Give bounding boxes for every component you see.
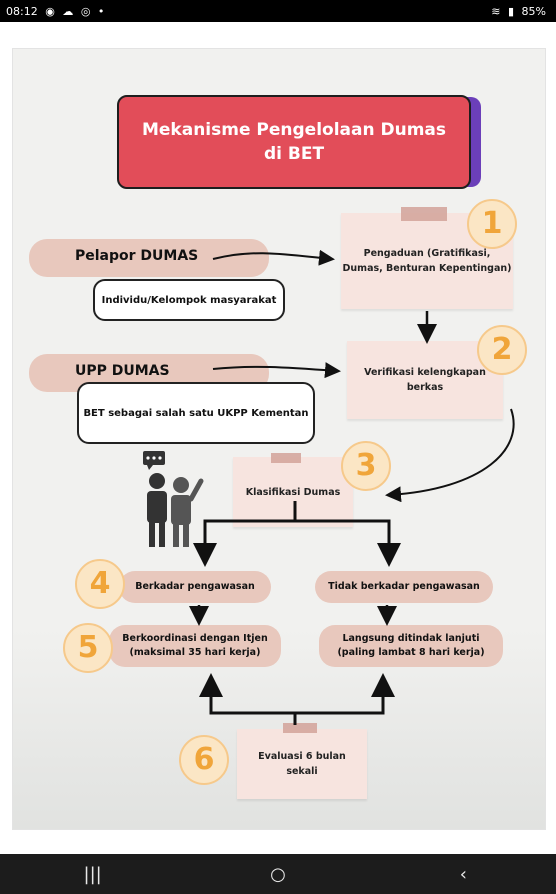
home-button[interactable]: ○ (270, 863, 286, 885)
step-2-number: 2 (477, 325, 527, 375)
step-5b-line-1: Langsung ditindak lanjuti (342, 633, 480, 644)
nav-bar: ||| ○ ‹ (0, 854, 556, 894)
step-5-line-1: Berkoordinasi dengan Itjen (122, 633, 268, 644)
reporter-desc: Individu/Kelompok masyarakat (101, 294, 277, 306)
step-4-number: 4 (75, 559, 125, 609)
step-4-pill: Berkadar pengawasan (119, 571, 271, 603)
step-3-number: 3 (341, 441, 391, 491)
poster-image[interactable]: Mekanisme Pengelolaan Dumas di BET Pelap… (12, 48, 546, 830)
step-2-line-1: Verifikasi kelengkapan (364, 367, 486, 378)
step-6-line-2: sekali (286, 766, 318, 777)
step-5-number: 5 (63, 623, 113, 673)
upp-desc-box: BET sebagai salah satu UKPP Kementan (77, 382, 315, 444)
step-4b-pill: Tidak berkadar pengawasan (315, 571, 493, 603)
battery-label: 85% (521, 4, 546, 18)
whatsapp-icon: ◉ (45, 4, 55, 18)
people-talking-icon (143, 451, 204, 547)
step-2-line-2: berkas (406, 382, 444, 393)
step-1-line-2: Dumas, Benturan Kepentingan) (342, 263, 512, 274)
title-line-2: di BET (263, 144, 325, 164)
signal-icon: ▮ (507, 4, 515, 18)
step-3-tape (271, 453, 301, 463)
upp-title: UPP DUMAS (75, 363, 170, 379)
reporter-pill (29, 239, 269, 277)
step-5-pill: Berkoordinasi dengan Itjen (maksimal 35 … (109, 625, 281, 667)
step-1-number: 1 (467, 199, 517, 249)
step-6-tape (283, 723, 317, 733)
flow-arrows (189, 249, 515, 725)
dot-icon: • (97, 4, 105, 18)
step-6-line-1: Evaluasi 6 bulan (258, 751, 346, 762)
reporter-desc-box: Individu/Kelompok masyarakat (93, 279, 285, 321)
recents-button[interactable]: ||| (83, 863, 102, 885)
reporter-title: Pelapor DUMAS (75, 248, 199, 264)
upp-desc: BET sebagai salah satu UKPP Kementan (83, 407, 309, 419)
step-5b-pill: Langsung ditindak lanjuti (paling lambat… (319, 625, 503, 667)
step-1-line-1: Pengaduan (Gratifikasi, (363, 248, 491, 259)
step-5-line-2: (maksimal 35 hari kerja) (129, 647, 261, 658)
time-label: 08:12 (6, 4, 38, 18)
step-5b-line-2: (paling lambat 8 hari kerja) (337, 647, 485, 658)
wifi-icon: ≋ (491, 4, 501, 18)
back-button[interactable]: ‹ (459, 863, 467, 885)
step-1-tape (401, 207, 447, 221)
status-right: ≋ ▮ 85% (491, 5, 550, 18)
step-4b-text: Tidak berkadar pengawasan (328, 581, 480, 592)
status-bar: 08:12 ◉ ☁ ◎ • ≋ ▮ 85% (0, 0, 556, 22)
step-6-note: Evaluasi 6 bulan sekali (237, 729, 367, 799)
cloud-icon: ☁ (62, 4, 74, 18)
step-3-text: Klasifikasi Dumas (245, 486, 341, 498)
instagram-icon: ◎ (80, 4, 91, 18)
step-4-text: Berkadar pengawasan (135, 581, 255, 592)
step-3-note: Klasifikasi Dumas (233, 457, 353, 527)
poster-title: Mekanisme Pengelolaan Dumas di BET (117, 95, 471, 189)
title-line-1: Mekanisme Pengelolaan Dumas (141, 120, 447, 140)
status-left: 08:12 ◉ ☁ ◎ • (6, 5, 108, 18)
step-6-number: 6 (179, 735, 229, 785)
